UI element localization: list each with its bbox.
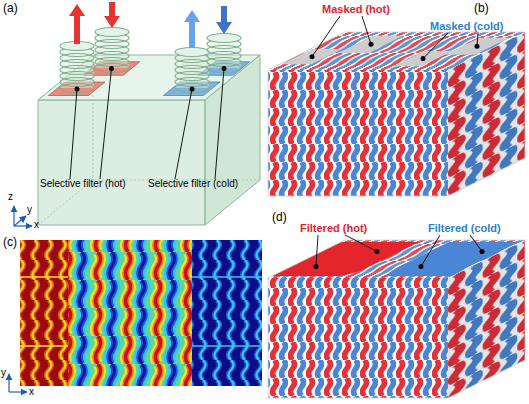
- panel-label: (c): [3, 236, 17, 250]
- leader-line: [175, 89, 192, 179]
- leader-dot: [421, 56, 426, 61]
- callout-label: Filtered (cold): [428, 222, 501, 235]
- axis-label: x: [34, 219, 39, 231]
- axis-label: z: [8, 191, 13, 203]
- callout-label: Masked (hot): [322, 3, 390, 16]
- map-seam: [192, 345, 262, 347]
- cold-out-arrow: [184, 10, 200, 48]
- axis-line: [13, 206, 14, 226]
- masked-block: [268, 32, 525, 196]
- leader-line: [100, 69, 112, 180]
- callout-label: Masked (cold): [430, 20, 503, 33]
- bellows-ring: [207, 34, 241, 43]
- axis-triad: [14, 206, 32, 226]
- axis-label: y: [1, 367, 6, 379]
- cold-filtered-zone: [380, 242, 519, 276]
- flow-arrows: [69, 2, 232, 48]
- leader-dot: [75, 87, 80, 92]
- callout-label: Selective filter (cold): [148, 178, 238, 190]
- map-seam: [192, 276, 262, 278]
- callout-label: Filtered (hot): [300, 222, 367, 235]
- leader-line: [362, 16, 371, 44]
- map-cold-region: [192, 240, 262, 386]
- filtered-block: [268, 240, 525, 398]
- cold-filter: [164, 82, 221, 96]
- leader-line: [470, 235, 482, 251]
- leader-dot: [375, 249, 380, 254]
- leader-line: [70, 89, 77, 179]
- leader-lines: [70, 66, 227, 179]
- bellows-ring: [95, 28, 129, 37]
- leader-line: [215, 69, 224, 180]
- callout-label: Selective filter (hot): [40, 178, 126, 190]
- bellows-body: [175, 52, 209, 88]
- axis-pair: [9, 374, 27, 392]
- axis-line: [14, 216, 26, 226]
- leader-line: [423, 33, 448, 59]
- axis-label: x: [29, 386, 34, 398]
- hot-mask: [282, 49, 343, 64]
- hidden-edge: [38, 180, 260, 225]
- panel-label: (d): [272, 211, 287, 225]
- bellows-body: [95, 32, 129, 68]
- field-map: [20, 240, 262, 386]
- bellows-ring: [175, 48, 209, 57]
- bellows: [60, 28, 241, 93]
- axis-line: [8, 374, 9, 392]
- hot-out-arrow: [69, 4, 85, 44]
- block-outline: [268, 240, 525, 398]
- block-front: [38, 100, 205, 225]
- map-seam: [20, 276, 68, 278]
- leader-line: [316, 235, 318, 267]
- leader-dot: [310, 54, 315, 59]
- map-hot-region: [20, 240, 68, 386]
- leader-dot: [190, 87, 195, 92]
- leader-dot: [480, 249, 485, 254]
- bellows-body: [60, 46, 94, 88]
- panel-label: (a): [3, 2, 18, 16]
- block-front: [268, 278, 448, 398]
- block-outline: [268, 32, 525, 196]
- leader-dot: [419, 264, 424, 269]
- axis-label: y: [27, 204, 32, 216]
- leader-dot: [109, 66, 114, 71]
- map-seam: [20, 345, 68, 347]
- axis-line: [9, 391, 27, 392]
- leader-line: [421, 235, 440, 267]
- hot-in-arrow: [104, 2, 120, 28]
- leader-dot: [222, 66, 227, 71]
- leader-dot: [475, 44, 480, 49]
- leader-lines: [310, 16, 480, 61]
- cold-in-arrow: [216, 6, 232, 34]
- hot-mask: [339, 36, 404, 53]
- leader-line: [312, 16, 340, 57]
- leader-line: [345, 235, 377, 251]
- leader-dot: [314, 264, 319, 269]
- leader-dot: [369, 42, 374, 47]
- device-block: [38, 55, 260, 225]
- leader-lines: [314, 235, 485, 269]
- cold-mask: [394, 51, 453, 66]
- axis-line: [14, 225, 32, 226]
- block-front: [268, 70, 448, 196]
- panel-label: (b): [474, 2, 489, 16]
- map-center: [20, 240, 262, 386]
